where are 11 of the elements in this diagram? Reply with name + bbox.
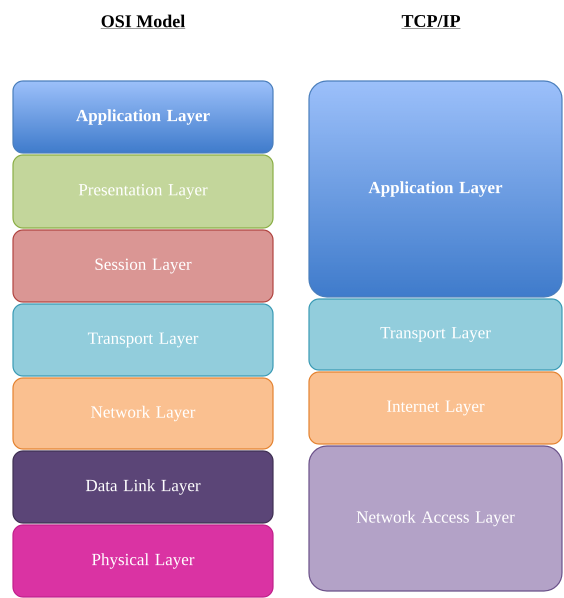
column-heading: OSI Model [100, 14, 186, 29]
layer-box: Internet Layer [308, 371, 563, 445]
layer-box: Session Layer [12, 229, 274, 303]
layer-box: Transport Layer [12, 303, 274, 377]
layer-box: Application Layer [12, 80, 274, 154]
layer-box: Network Layer [12, 377, 274, 450]
layer-box: Presentation Layer [12, 154, 274, 229]
layer-box: Data Link Layer [12, 450, 274, 524]
column-heading: TCP/IP [401, 14, 461, 29]
layer-box: Physical Layer [12, 524, 274, 598]
layer-box: Transport Layer [308, 298, 563, 371]
